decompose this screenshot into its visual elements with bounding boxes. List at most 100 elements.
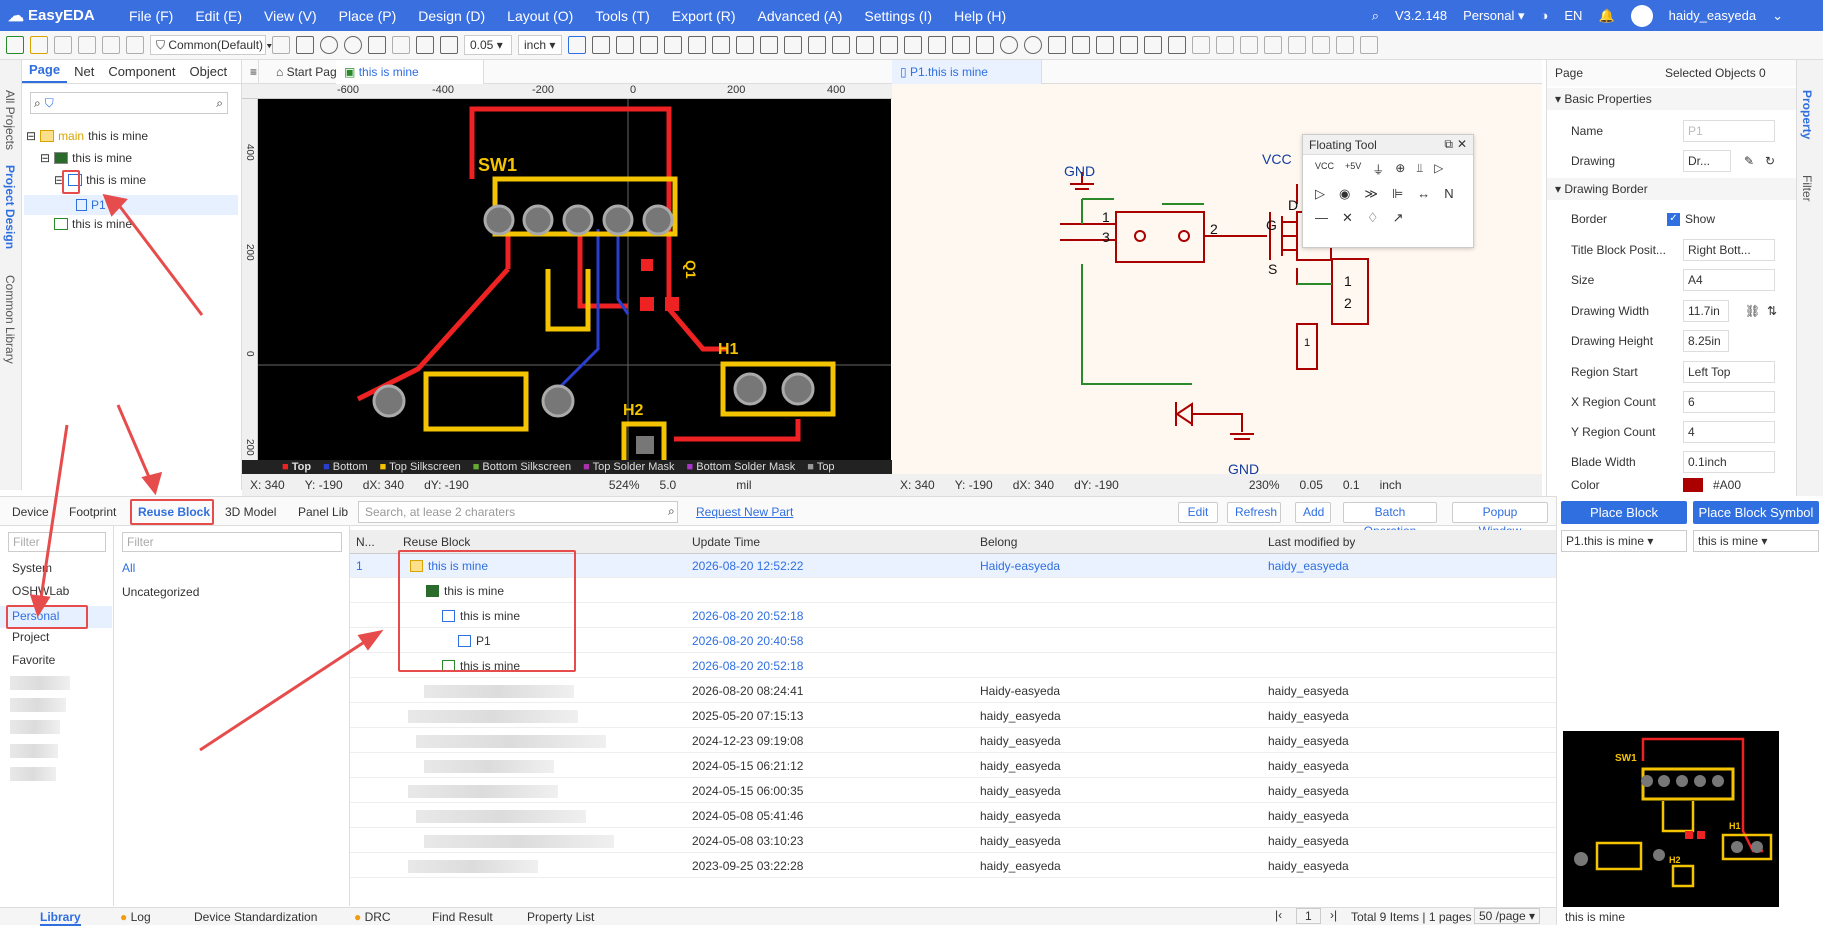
- open-folder-icon[interactable]: [30, 36, 48, 54]
- tab-reuse-block[interactable]: Reuse Block: [138, 505, 211, 519]
- tree-item-page[interactable]: P1: [24, 195, 238, 215]
- height-field[interactable]: 8.25in: [1683, 330, 1729, 352]
- ground-tool-icon[interactable]: ⏚: [1372, 163, 1385, 177]
- subcategory-filter-input[interactable]: Filter: [122, 532, 342, 552]
- menu-export[interactable]: Export (R): [671, 7, 736, 24]
- sch-snap[interactable]: 0.1: [1342, 478, 1360, 492]
- pcb-unit[interactable]: mil: [736, 478, 752, 492]
- zoom-area-icon[interactable]: [392, 36, 410, 54]
- sch-unit[interactable]: inch: [1379, 478, 1402, 492]
- source-tool-icon[interactable]: ⊕: [1395, 161, 1406, 175]
- menu-view[interactable]: View (V): [264, 7, 317, 24]
- tabs-menu-icon[interactable]: ≡: [242, 60, 259, 84]
- batch-operation-button[interactable]: Batch Operation: [1343, 502, 1437, 538]
- drawing-field[interactable]: Dr...: [1683, 150, 1731, 172]
- offpage-out-tool-icon[interactable]: ⊫: [1391, 186, 1404, 201]
- section-border[interactable]: ▾ Drawing Border: [1547, 178, 1797, 200]
- pcb-grid[interactable]: 5.0: [659, 478, 677, 492]
- menu-tools[interactable]: Tools (T): [595, 7, 650, 24]
- refresh-icon[interactable]: ↻: [1765, 154, 1776, 168]
- subcategory-all[interactable]: All: [122, 561, 136, 575]
- category-filter-input[interactable]: Filter: [8, 532, 106, 552]
- section-basic[interactable]: ▾ Basic Properties: [1547, 88, 1797, 110]
- off-page-icon[interactable]: [784, 36, 802, 54]
- table-row[interactable]: this is mine: [350, 579, 1556, 603]
- search-icon-2[interactable]: ⌕: [216, 95, 223, 110]
- tab-property-list[interactable]: Property List: [527, 910, 595, 924]
- no-connect-icon[interactable]: [808, 36, 826, 54]
- align-right-icon[interactable]: [1240, 36, 1258, 54]
- bezier-icon[interactable]: [976, 36, 994, 54]
- menu-settings[interactable]: Settings (I): [864, 7, 933, 24]
- menu-help[interactable]: Help (H): [954, 7, 1007, 24]
- circle-icon[interactable]: [1000, 36, 1018, 54]
- category-oshwlab[interactable]: OSHWLab: [12, 584, 70, 598]
- popout-icon[interactable]: ⧉: [1444, 137, 1453, 151]
- select-icon[interactable]: [272, 36, 290, 54]
- align-bottom-icon[interactable]: [1312, 36, 1330, 54]
- arc-icon[interactable]: [952, 36, 970, 54]
- menu-place[interactable]: Place (P): [338, 7, 397, 24]
- workspace-select[interactable]: Personal ▾: [1463, 7, 1525, 23]
- undo-icon[interactable]: [102, 36, 120, 54]
- ellipse-icon[interactable]: [1024, 36, 1042, 54]
- search-icon[interactable]: ⌕: [668, 504, 675, 518]
- color-swatch[interactable]: [1683, 478, 1703, 492]
- distribute-h-icon[interactable]: [1336, 36, 1354, 54]
- search-icon[interactable]: ⌕: [1371, 7, 1380, 23]
- close-icon[interactable]: ✕: [1456, 137, 1467, 151]
- zoom-out-icon[interactable]: [344, 36, 362, 54]
- link-icon[interactable]: ⛓: [1745, 304, 1761, 318]
- port-bi-tool-icon[interactable]: ◉: [1339, 186, 1351, 201]
- unit-select[interactable]: inch ▾: [518, 35, 562, 55]
- save-icon[interactable]: [54, 36, 72, 54]
- title-block-select[interactable]: Right Bott...: [1683, 239, 1775, 261]
- text-icon[interactable]: [1072, 36, 1090, 54]
- layer-top-mask[interactable]: ■ Top Solder Mask: [583, 461, 675, 473]
- redo-icon[interactable]: [126, 36, 144, 54]
- layer-bottom[interactable]: ■ Bottom: [323, 461, 368, 473]
- junction-icon[interactable]: [712, 36, 730, 54]
- layer-top[interactable]: ■ Top: [282, 461, 312, 473]
- align-middle-icon[interactable]: [1288, 36, 1306, 54]
- block-select[interactable]: P1.this is mine ▾: [1561, 530, 1687, 552]
- category-favorite[interactable]: Favorite: [12, 653, 56, 667]
- align-top-icon[interactable]: [1264, 36, 1282, 54]
- layer-bottom-mask[interactable]: ■ Bottom Solder Mask: [686, 461, 796, 473]
- noconnect-tool-icon[interactable]: ✕: [1342, 210, 1353, 225]
- port-tool-icon[interactable]: ▷: [1434, 161, 1444, 175]
- tab-all-projects[interactable]: All Projects: [3, 90, 17, 151]
- sch-zoom[interactable]: 230%: [1248, 478, 1280, 492]
- distribute-v-icon[interactable]: [1360, 36, 1378, 54]
- tab-pcb[interactable]: ▣ this is mine: [336, 60, 484, 84]
- junction-tool-icon[interactable]: —: [1315, 210, 1328, 225]
- tree-item-board[interactable]: ⊟this is mine: [40, 151, 133, 165]
- grid-icon[interactable]: [440, 36, 458, 54]
- rect-icon[interactable]: [904, 36, 922, 54]
- tab-panel-lib[interactable]: Panel Lib: [298, 505, 349, 519]
- edit-icon[interactable]: ✎: [1744, 154, 1755, 168]
- ground-icon[interactable]: [736, 36, 754, 54]
- layer-bottom-silk[interactable]: ■ Bottom Silkscreen: [472, 461, 572, 473]
- tab-object[interactable]: Object: [189, 64, 228, 79]
- layer-top-silk[interactable]: ■ Top Silkscreen: [379, 461, 461, 473]
- subcategory-uncategorized[interactable]: Uncategorized: [122, 585, 200, 599]
- fit-icon[interactable]: [368, 36, 386, 54]
- category-system[interactable]: System: [12, 561, 53, 575]
- tab-device[interactable]: Device: [12, 505, 49, 519]
- netlist-icon[interactable]: [1168, 36, 1186, 54]
- tree-item-pcb[interactable]: this is mine: [54, 217, 132, 231]
- netflag-tool-icon[interactable]: N: [1444, 186, 1454, 201]
- bell-icon[interactable]: 🔔: [1598, 7, 1615, 23]
- tab-page[interactable]: Page: [22, 58, 68, 83]
- save-all-icon[interactable]: [78, 36, 96, 54]
- net-label-icon[interactable]: [688, 36, 706, 54]
- edit-button[interactable]: Edit: [1178, 502, 1218, 523]
- tab-property[interactable]: Property: [1800, 90, 1814, 140]
- library-search-input[interactable]: Search, at lease 2 charaters: [358, 501, 678, 523]
